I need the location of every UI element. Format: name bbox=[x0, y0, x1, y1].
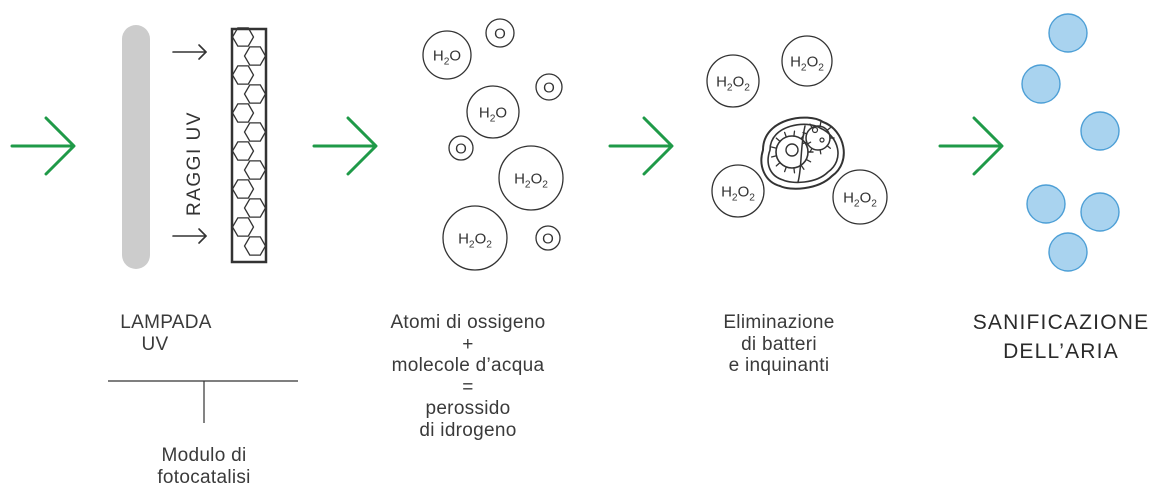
flow-arrow-icon-2 bbox=[312, 116, 378, 176]
elimination-line-3: e inquinanti bbox=[728, 355, 830, 376]
elimination-line-1: Eliminazione bbox=[723, 312, 835, 333]
filter-hex-cell bbox=[243, 122, 267, 142]
oxygen-atoms-line-1: Atomi di ossigeno bbox=[390, 312, 546, 333]
svg-text:H2O2: H2O2 bbox=[716, 73, 750, 93]
filter-hex-cell bbox=[231, 103, 255, 123]
svg-text:H2O: H2O bbox=[433, 47, 461, 67]
clean-air-bubbles bbox=[1021, 13, 1120, 272]
filter-hex-cell bbox=[231, 27, 255, 47]
flow-arrows bbox=[10, 116, 1004, 176]
uv-rays-label: RAGGI UV bbox=[184, 111, 205, 216]
flow-arrow-icon-3 bbox=[608, 116, 674, 176]
elimination-line-2: di batteri bbox=[741, 333, 817, 355]
module-bracket bbox=[108, 380, 298, 423]
oxygen-atoms-line-3: molecole d’acqua bbox=[391, 355, 545, 376]
air-bubble-icon bbox=[1026, 184, 1066, 224]
ray-arrow-icon-top bbox=[172, 44, 207, 60]
peroxide-molecule: H2O2 bbox=[832, 169, 888, 225]
lamp-label: LAMPADA UV bbox=[96, 312, 236, 355]
peroxide-molecule: H2O2 bbox=[781, 35, 833, 87]
filter-hex-cell bbox=[243, 198, 267, 218]
peroxide-molecule: H2O2 bbox=[442, 205, 508, 271]
svg-text:H2O2: H2O2 bbox=[514, 170, 548, 190]
lamp-label-line-2: UV bbox=[141, 333, 169, 355]
oxygen-atom: O bbox=[535, 225, 561, 251]
flow-arrow-icon-4 bbox=[938, 116, 1004, 176]
module-label-line-1: Modulo di bbox=[161, 445, 247, 466]
oxygen-atom: O bbox=[535, 73, 563, 101]
flow-arrow-icon-1 bbox=[10, 116, 76, 176]
water-molecule: H2O bbox=[466, 85, 520, 139]
filter-hex-cell bbox=[231, 65, 255, 85]
uv-ray-arrows bbox=[172, 44, 207, 244]
svg-text:H2O2: H2O2 bbox=[458, 230, 492, 250]
svg-text:H2O: H2O bbox=[479, 104, 507, 124]
module-label-line-2: fotocatalisi bbox=[157, 466, 251, 488]
result-line-2: DELL’ARIA bbox=[1003, 340, 1119, 363]
air-bubble-icon bbox=[1021, 64, 1061, 104]
oxygen-atom: O bbox=[448, 135, 474, 161]
water-molecule: H2O bbox=[422, 30, 472, 80]
air-bubble-icon bbox=[1080, 192, 1120, 232]
filter-honeycomb bbox=[231, 27, 267, 256]
uv-lamp bbox=[122, 25, 150, 269]
module-label: Modulo di fotocatalisi bbox=[134, 445, 274, 488]
result-line-1: SANIFICAZIONE bbox=[972, 311, 1150, 334]
filter-hex-cell bbox=[231, 179, 255, 199]
result-label: SANIFICAZIONE DELL’ARIA bbox=[955, 308, 1167, 366]
svg-text:O: O bbox=[494, 25, 506, 42]
filter-hex-cell bbox=[243, 84, 267, 104]
air-bubble-icon bbox=[1048, 232, 1088, 272]
air-bubble-icon bbox=[1080, 111, 1120, 151]
svg-text:H2O2: H2O2 bbox=[721, 183, 755, 203]
peroxide-molecule: H2O2 bbox=[711, 164, 765, 218]
filter-hex-cell bbox=[231, 141, 255, 161]
filter-hex-cell bbox=[243, 236, 267, 256]
svg-text:O: O bbox=[543, 79, 555, 96]
filter-hex-cell bbox=[231, 217, 255, 237]
svg-text:H2O2: H2O2 bbox=[843, 189, 877, 209]
oxygen-atoms-line-2: + bbox=[462, 333, 474, 355]
air-bubble-icon bbox=[1048, 13, 1088, 53]
svg-text:O: O bbox=[542, 230, 554, 247]
oxygen-atoms-line-6: di idrogeno bbox=[419, 419, 517, 441]
filter-hex-cell bbox=[243, 160, 267, 180]
elimination-label: Eliminazione di batteri e inquinanti bbox=[689, 312, 869, 377]
oxygen-atom: O bbox=[485, 18, 515, 48]
lamp-label-line-1: LAMPADA bbox=[120, 312, 212, 333]
oxygen-atoms-line-4: = bbox=[462, 376, 474, 398]
photocatalysis-filter bbox=[230, 27, 268, 264]
oxygen-atoms-line-5: perossido bbox=[425, 398, 511, 419]
svg-text:O: O bbox=[455, 140, 467, 157]
peroxide-molecule: H2O2 bbox=[498, 145, 564, 211]
svg-text:H2O2: H2O2 bbox=[790, 53, 824, 73]
peroxide-molecule: H2O2 bbox=[706, 54, 760, 108]
bacteria-icon bbox=[760, 116, 845, 190]
oxygen-atoms-label: Atomi di ossigeno + molecole d’acqua = p… bbox=[368, 312, 568, 441]
filter-hex-cell bbox=[243, 46, 267, 66]
ray-arrow-icon-bottom bbox=[172, 228, 207, 244]
